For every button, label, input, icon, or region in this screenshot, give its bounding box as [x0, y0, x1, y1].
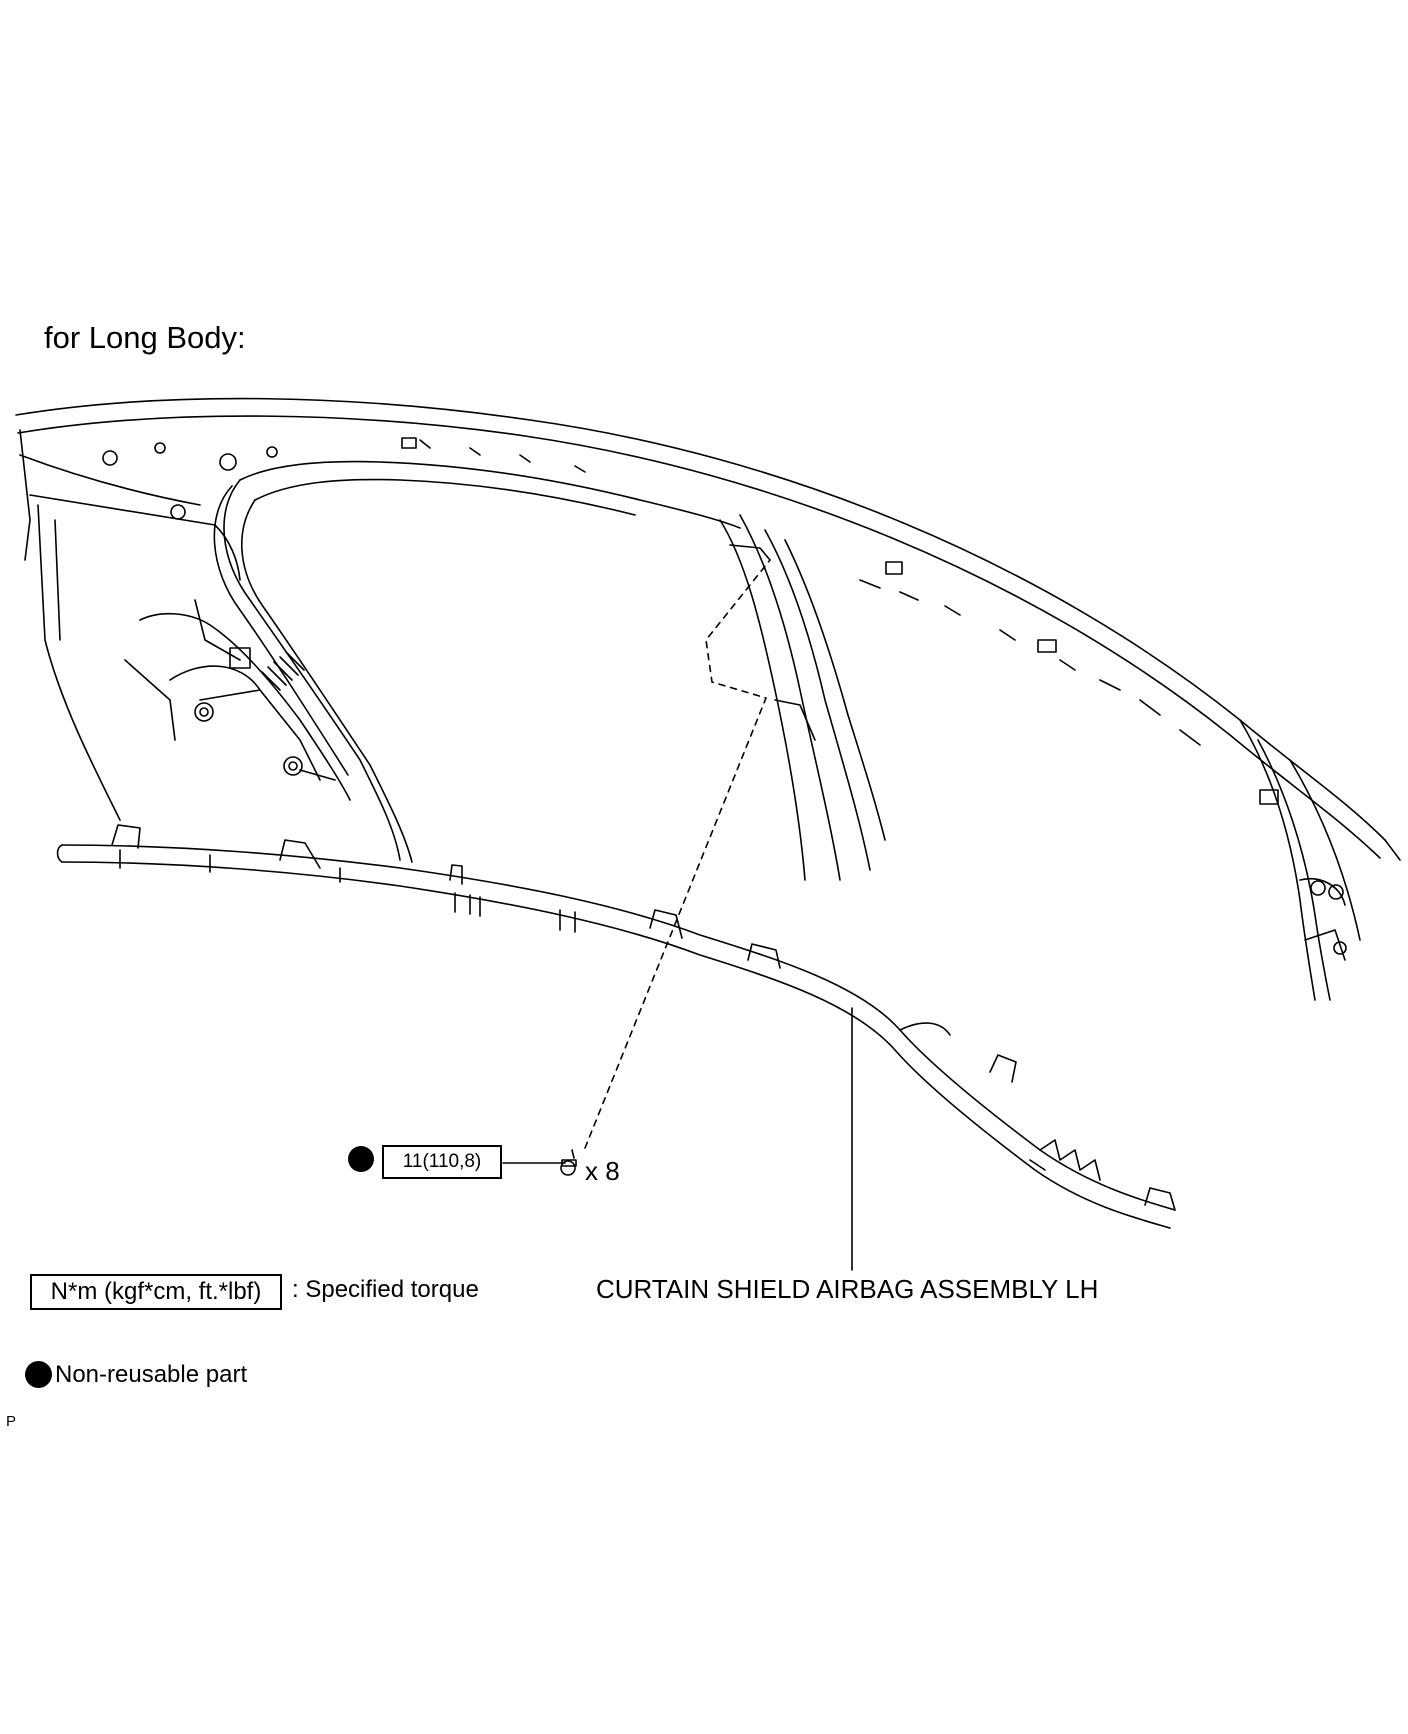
torque-unit-description: : Specified torque	[292, 1276, 479, 1303]
mounting-tab	[747, 943, 781, 969]
bolt-group	[502, 1149, 577, 1176]
mounting-tab	[279, 839, 321, 869]
non-reusable-legend-marker	[25, 1361, 52, 1388]
roof-outer-edge-inner	[17, 415, 1381, 859]
part-name-label: CURTAIN SHIELD AIRBAG ASSEMBLY LH	[596, 1274, 1099, 1304]
installation-guide-line	[584, 559, 771, 1149]
bolt-icon	[560, 1149, 577, 1176]
non-reusable-marker	[348, 1146, 374, 1172]
mounting-tab	[111, 824, 141, 849]
rear-pillar	[1239, 719, 1316, 1001]
center-pillar	[719, 519, 806, 881]
torque-unit-legend: N*m (kgf*cm, ft.*lbf)	[30, 1274, 282, 1310]
curtain-shield-airbag	[56, 824, 1176, 1271]
roof-outer-edge	[15, 397, 1386, 841]
torque-specification: 11(110,8)	[382, 1145, 502, 1179]
non-reusable-legend-label: Non-reusable part	[55, 1361, 248, 1388]
mounting-tab	[649, 909, 683, 939]
mounting-tab	[449, 864, 463, 885]
bolt-count: x 8	[585, 1156, 620, 1186]
airbag-tube-lower	[61, 861, 1171, 1229]
mounting-tab	[1144, 1187, 1176, 1211]
diagram-heading: for Long Body:	[44, 320, 246, 355]
front-pillar	[239, 460, 741, 529]
illustration-code: P	[6, 1413, 17, 1430]
mounting-tab	[989, 1054, 1017, 1083]
vehicle-body-structure	[15, 397, 1401, 1001]
